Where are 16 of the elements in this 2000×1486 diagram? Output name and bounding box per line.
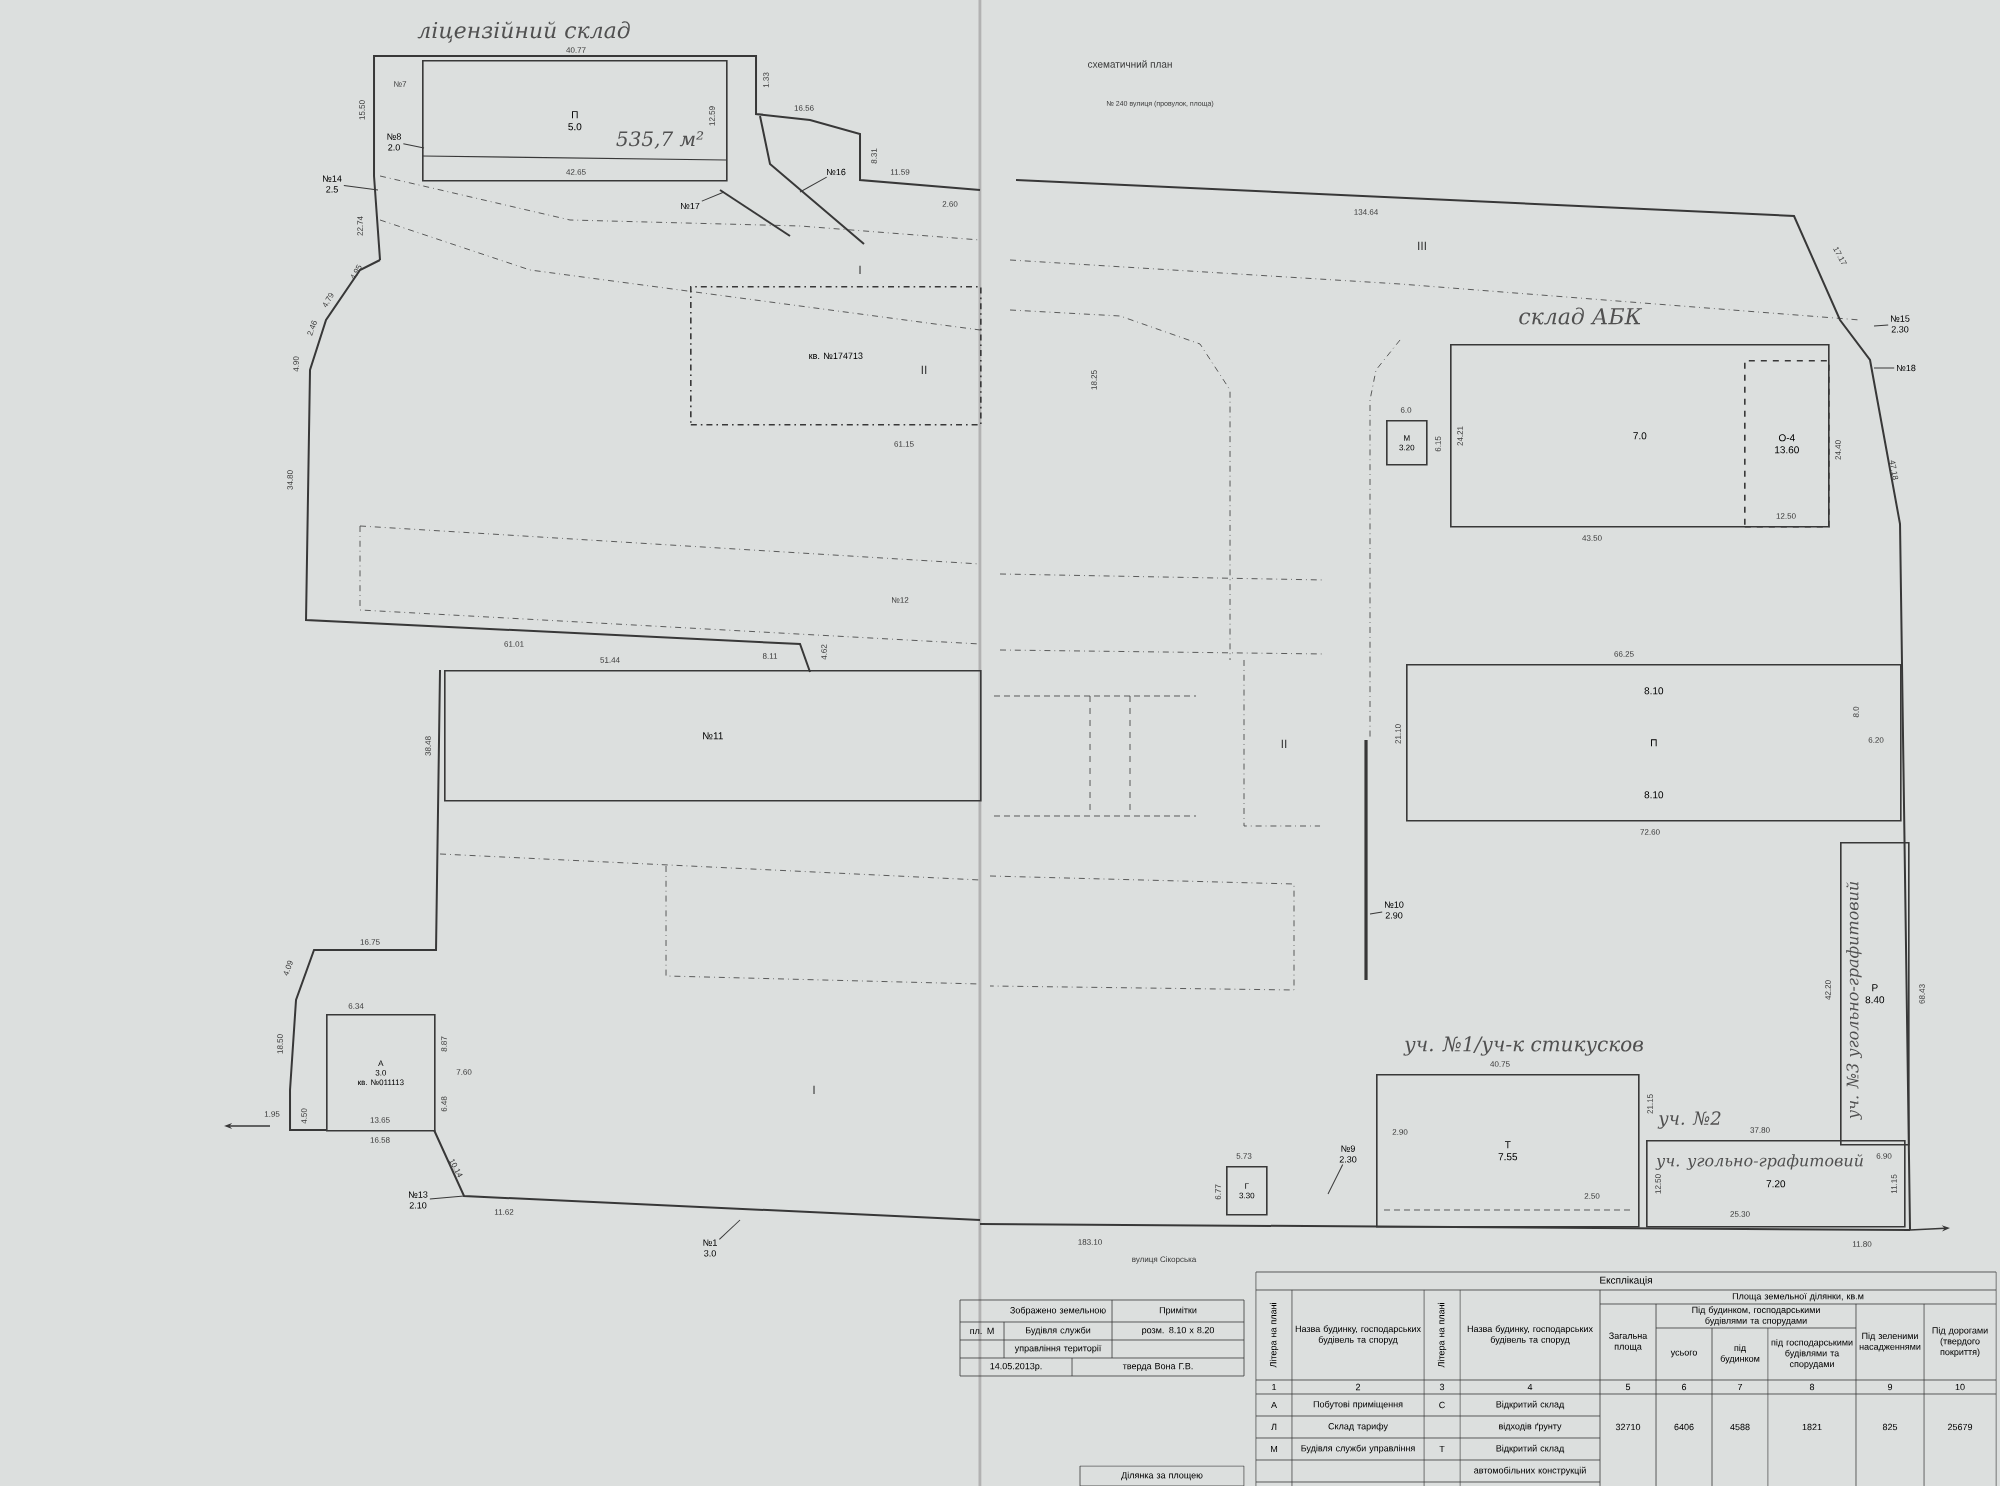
leader-line <box>1873 367 1895 369</box>
leader-line <box>799 176 828 193</box>
handwritten-note: уч. угольно-графитовий <box>1655 1154 1863 1170</box>
leader-line <box>701 191 725 202</box>
handwritten-note: склад АБК <box>1519 307 1643 325</box>
handwritten-note: уч. №3 угольно-графитовий <box>1846 881 1862 1120</box>
handwritten-note: уч. №2 <box>1657 1111 1721 1129</box>
leader-line <box>1327 1164 1344 1195</box>
leader-line <box>1873 324 1889 327</box>
leader-line <box>429 1195 465 1200</box>
leader-line <box>1369 911 1383 915</box>
leader-line <box>402 143 425 149</box>
handwritten-note: 535,7 м² <box>616 131 704 149</box>
handwritten-note: уч. №1/уч-к стикусков <box>1403 1036 1643 1056</box>
leader-line <box>718 1219 741 1240</box>
leader-line <box>343 185 379 191</box>
